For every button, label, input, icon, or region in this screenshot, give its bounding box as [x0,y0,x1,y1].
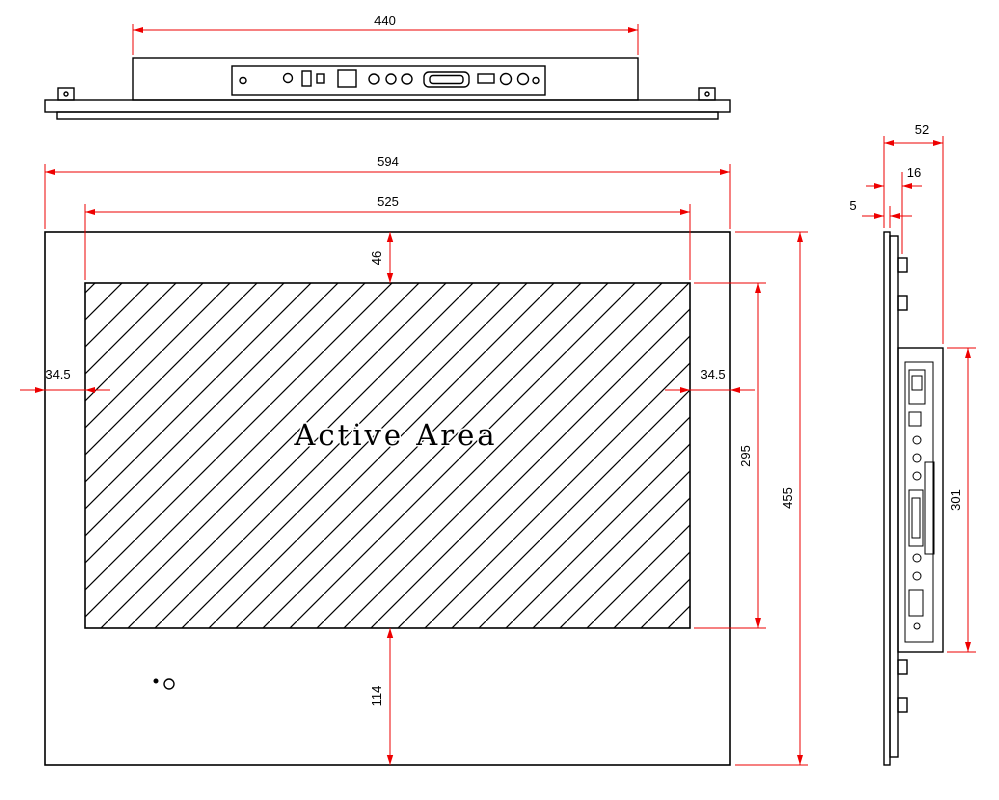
dimension-lines [20,24,976,766]
arrowhead [965,642,971,652]
side-housing-inner [904,361,934,643]
front-outer-frame [44,231,731,766]
dim-top-margin: 46 [369,251,384,265]
top-bezel-bar [44,99,731,113]
dim-bottom-margin: 114 [369,686,384,707]
bnc-2-top [516,72,530,86]
dim-active-height: 295 [738,445,753,467]
arrowhead [680,387,690,393]
side-view [883,231,944,766]
dimension-text: 440 594 525 46 34.5 34.5 295 455 114 52 … [45,13,963,706]
arrowhead [874,183,884,189]
arrowhead [902,183,912,189]
arrowhead [386,232,394,242]
switch-top [301,70,312,87]
side-jack-1 [912,435,922,445]
arrowhead [720,169,730,175]
dim-glass-offset: 5 [849,198,856,213]
side-jack-5 [912,571,922,581]
screw-hole-right [532,76,540,85]
side-vga-connector [908,489,924,547]
arrowhead [874,213,884,219]
arrowhead [890,213,900,219]
side-screw [913,622,921,630]
mount-tab-left-top [57,87,75,101]
mount-tab-right-top [698,87,716,101]
active-area-label: Active Area [293,418,497,452]
side-frame-layer [889,235,899,758]
power-led [163,678,175,690]
arrowhead [797,755,803,765]
power-jack-top [282,72,294,84]
arrowhead [386,628,394,638]
mount-tab-left-hole [63,91,69,97]
dim-right-margin: 34.5 [700,367,725,382]
mount-tab-right-hole [704,91,710,97]
top-connector-recess [231,65,546,96]
side-vga-inner [911,497,921,539]
arrowhead [797,232,803,242]
side-boss-4 [897,697,908,713]
bnc-1-top [499,72,513,86]
small-port-top [316,73,325,84]
arrowhead [965,348,971,358]
vga-connector-top [423,71,470,88]
side-boss-2 [897,295,908,311]
top-view [44,57,731,120]
arrowhead [730,387,740,393]
usb-port-top [337,69,357,88]
arrowhead [85,209,95,215]
arrowhead [45,169,55,175]
arrowhead [680,209,690,215]
dimension-arrows [35,27,971,765]
dim-outer-height: 455 [780,487,795,509]
arrowhead [933,140,943,146]
dim-housing-height: 301 [948,489,963,511]
side-connector-block-inner [911,375,923,391]
side-bracket [924,461,935,555]
ir-dot [153,678,159,684]
side-boss-3 [897,659,908,675]
arrowhead [755,283,761,293]
side-glass-layer [883,231,891,766]
active-area [84,282,691,629]
side-connector-block [908,369,926,405]
hdmi-port-top [477,73,495,84]
top-bezel-lip [56,111,719,120]
side-port-small [908,411,922,427]
jack-3-top [401,73,413,85]
outline-geometry [44,57,944,766]
side-port-bottom [908,589,924,617]
dim-total-depth: 52 [915,122,929,137]
jack-1-top [368,73,380,85]
side-jack-4 [912,553,922,563]
side-jack-3 [912,471,922,481]
side-rear-housing [897,347,944,653]
vga-connector-inner-top [429,74,464,85]
dim-active-width: 525 [377,194,399,209]
side-jack-2 [912,453,922,463]
arrowhead [386,755,394,765]
dim-outer-width: 594 [377,154,399,169]
dim-front-depth: 16 [907,165,921,180]
front-view [44,231,731,766]
arrowhead [755,618,761,628]
arrowhead [35,387,45,393]
dim-left-margin: 34.5 [45,367,70,382]
dim-housing-width: 440 [374,13,396,28]
screw-hole-left [239,76,247,85]
arrowhead [386,273,394,283]
jack-2-top [385,73,397,85]
arrowhead [85,387,95,393]
side-boss-1 [897,257,908,273]
arrowhead [884,140,894,146]
arrowhead [628,27,638,33]
arrowhead [133,27,143,33]
